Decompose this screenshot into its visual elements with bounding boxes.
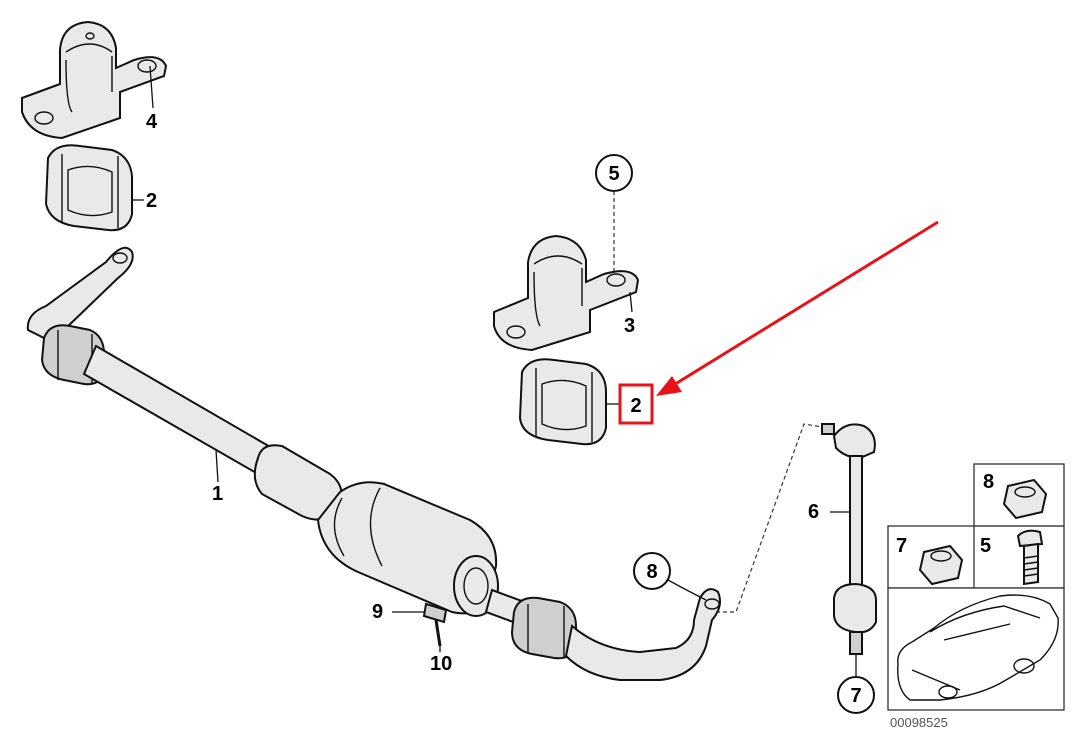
stabilizer-bar-1[interactable] xyxy=(26,246,721,681)
label-2-center: 2 xyxy=(630,395,641,417)
bracket-3[interactable] xyxy=(493,234,640,352)
red-arrow-icon xyxy=(656,220,939,396)
bushing-2-left[interactable] xyxy=(44,144,133,232)
inset-label-8: 8 xyxy=(983,471,994,493)
bracket-4[interactable] xyxy=(21,20,168,140)
label-9: 9 xyxy=(372,601,383,623)
inset-nut-8 xyxy=(1002,478,1048,520)
label-2-left: 2 xyxy=(146,190,157,212)
inset-bolt-5 xyxy=(1016,529,1044,586)
car-silhouette-icon xyxy=(897,594,1059,701)
catalog-number: 00098525 xyxy=(890,715,948,730)
inset-nut-7 xyxy=(918,544,964,586)
label-10: 10 xyxy=(430,653,452,675)
stabilizer-link-6[interactable] xyxy=(821,423,877,655)
label-5: 5 xyxy=(608,163,619,185)
label-6: 6 xyxy=(808,501,819,523)
bushing-2-center[interactable] xyxy=(518,358,607,446)
inset-label-7: 7 xyxy=(896,535,907,557)
inset-label-5: 5 xyxy=(980,535,991,557)
callout-8-circle xyxy=(633,552,671,590)
label-7: 7 xyxy=(850,685,861,707)
label-8: 8 xyxy=(646,561,657,583)
label-4: 4 xyxy=(146,111,158,133)
highlight-box xyxy=(618,383,654,425)
label-3: 3 xyxy=(624,315,635,337)
label-1: 1 xyxy=(212,483,223,505)
